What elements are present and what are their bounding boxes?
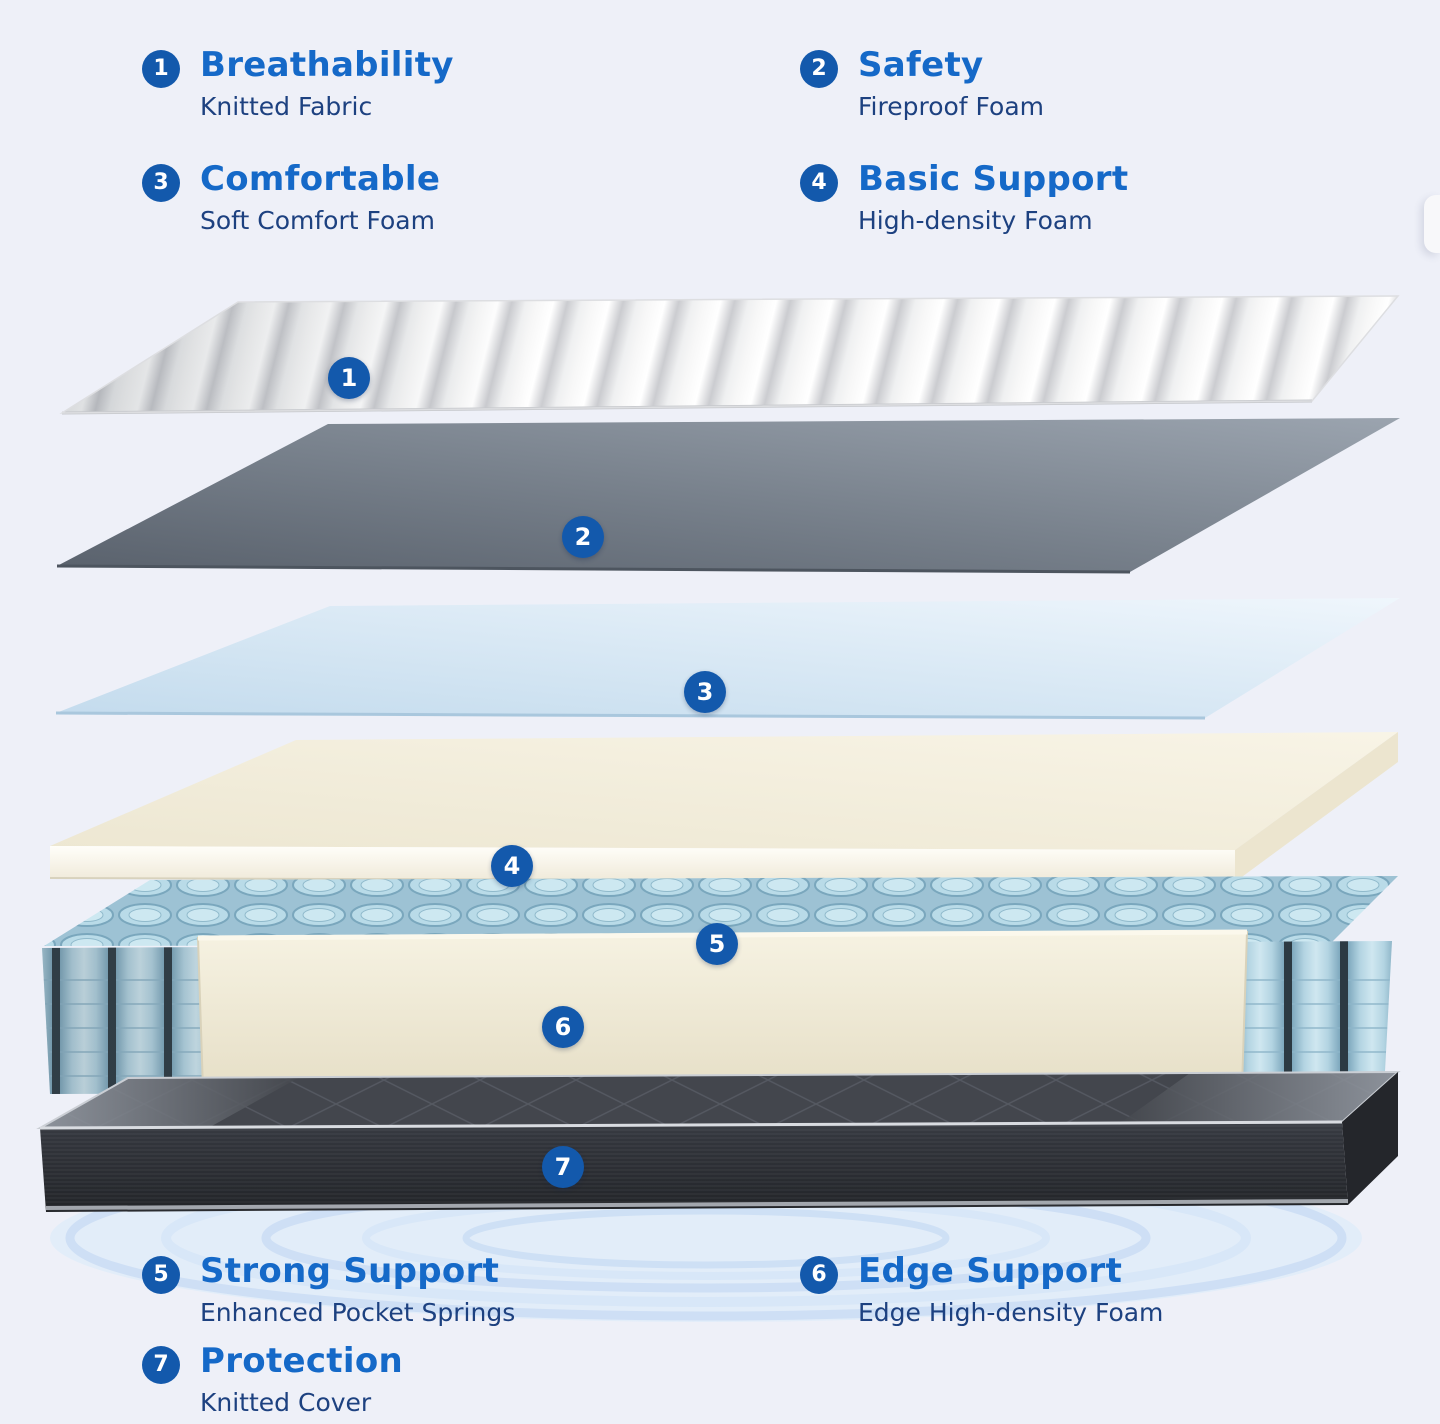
feature-badge-4: 4 [800,164,838,202]
feature-badge-3: 3 [142,164,180,202]
feature-protection: 7 Protection Knitted Cover [142,1341,403,1418]
feature-text: Edge Support Edge High-density Foam [858,1251,1164,1328]
feature-subtitle: Knitted Cover [200,1388,372,1418]
feature-text: Strong Support Enhanced Pocket Springs [200,1251,516,1328]
feature-title: Edge Support [858,1251,1123,1291]
feature-text: Basic Support High-density Foam [858,159,1129,236]
feature-subtitle: Knitted Fabric [200,92,373,122]
feature-badge-2: 2 [800,50,838,88]
feature-title: Breathability [200,45,454,85]
feature-subtitle: Fireproof Foam [858,92,1045,122]
feature-comfortable: 3 Comfortable Soft Comfort Foam [142,159,441,236]
layer-marker-7: 7 [542,1146,584,1188]
layer-3-soft-comfort-foam [55,598,1400,720]
feature-badge-6: 6 [800,1256,838,1294]
feature-edge-support: 6 Edge Support Edge High-density Foam [800,1251,1164,1328]
feature-subtitle: High-density Foam [858,206,1093,236]
layer-marker-5: 5 [696,923,738,965]
feature-title: Safety [858,45,984,85]
layer-marker-1: 1 [328,357,370,399]
layer-4-high-density-foam [49,732,1398,883]
feature-text: Comfortable Soft Comfort Foam [200,159,441,236]
layer-7-knitted-cover-base [36,1070,1401,1212]
feature-title: Protection [200,1341,403,1381]
layer-1-knitted-fabric [59,295,1400,415]
feature-subtitle: Edge High-density Foam [858,1298,1164,1328]
feature-text: Breathability Knitted Fabric [200,45,454,122]
feature-badge-7: 7 [142,1346,180,1384]
feature-strong-support: 5 Strong Support Enhanced Pocket Springs [142,1251,516,1328]
layer-marker-6: 6 [542,1006,584,1048]
next-image-peek[interactable] [1424,195,1440,253]
feature-text: Protection Knitted Cover [200,1341,403,1418]
feature-title: Comfortable [200,159,441,199]
feature-title: Basic Support [858,159,1129,199]
layer-2-fireproof-foam [56,418,1400,574]
feature-safety: 2 Safety Fireproof Foam [800,45,1045,122]
feature-subtitle: Enhanced Pocket Springs [200,1298,516,1328]
feature-subtitle: Soft Comfort Foam [200,206,435,236]
layer-marker-3: 3 [684,671,726,713]
feature-badge-5: 5 [142,1256,180,1294]
feature-badge-1: 1 [142,50,180,88]
feature-text: Safety Fireproof Foam [858,45,1045,122]
feature-breathability: 1 Breathability Knitted Fabric [142,45,454,122]
feature-basic-support: 4 Basic Support High-density Foam [800,159,1129,236]
layer-marker-4: 4 [491,845,533,887]
feature-title: Strong Support [200,1251,500,1291]
layer-marker-2: 2 [562,516,604,558]
